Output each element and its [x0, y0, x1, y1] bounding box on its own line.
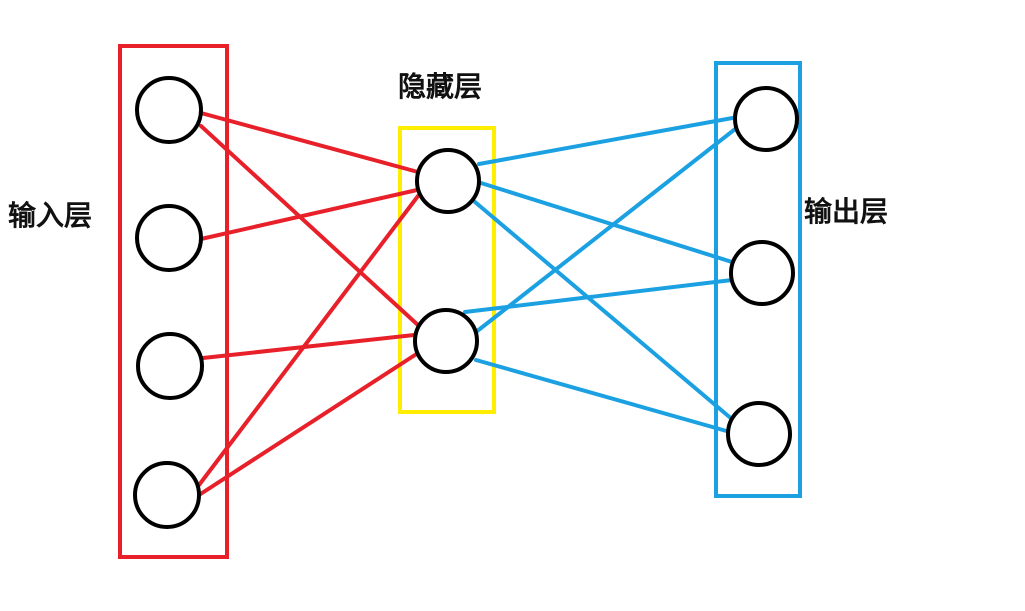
output-node-3	[726, 401, 792, 467]
connection-hidden1-output3	[473, 200, 735, 422]
hidden-layer-label: 隐藏层	[398, 70, 483, 103]
input-node-4	[133, 461, 201, 529]
connection-input3-hidden2	[201, 333, 416, 360]
input-layer-box	[118, 44, 229, 559]
input-node-1	[135, 76, 203, 144]
input-layer-label: 输入层	[8, 199, 93, 232]
input-node-2	[135, 204, 203, 272]
connection-input1-hidden2	[199, 124, 421, 328]
connection-hidden1-output2	[479, 181, 734, 264]
hidden-layer-box	[398, 126, 496, 414]
connection-hidden2-output3	[474, 358, 732, 434]
connection-input2-hidden1	[199, 188, 419, 241]
hidden-node-1	[415, 148, 481, 214]
input-node-3	[136, 332, 204, 400]
connection-hidden2-output2	[463, 278, 734, 314]
output-node-1	[733, 86, 799, 152]
hidden-to-output-connections	[463, 115, 741, 434]
connection-input1-hidden1	[199, 111, 420, 174]
output-node-2	[729, 240, 795, 306]
connection-input4-hidden1	[197, 194, 420, 487]
connection-input4-hidden2	[197, 351, 420, 497]
connection-hidden1-output1	[477, 115, 740, 166]
hidden-node-2	[413, 308, 479, 374]
hidden-nodes	[413, 148, 481, 374]
input-to-hidden-connections	[197, 111, 421, 497]
connection-hidden2-output1	[474, 124, 741, 334]
input-nodes	[133, 76, 204, 529]
output-nodes	[726, 86, 799, 467]
output-layer-label: 输出层	[804, 195, 889, 228]
output-layer-box	[714, 61, 802, 498]
